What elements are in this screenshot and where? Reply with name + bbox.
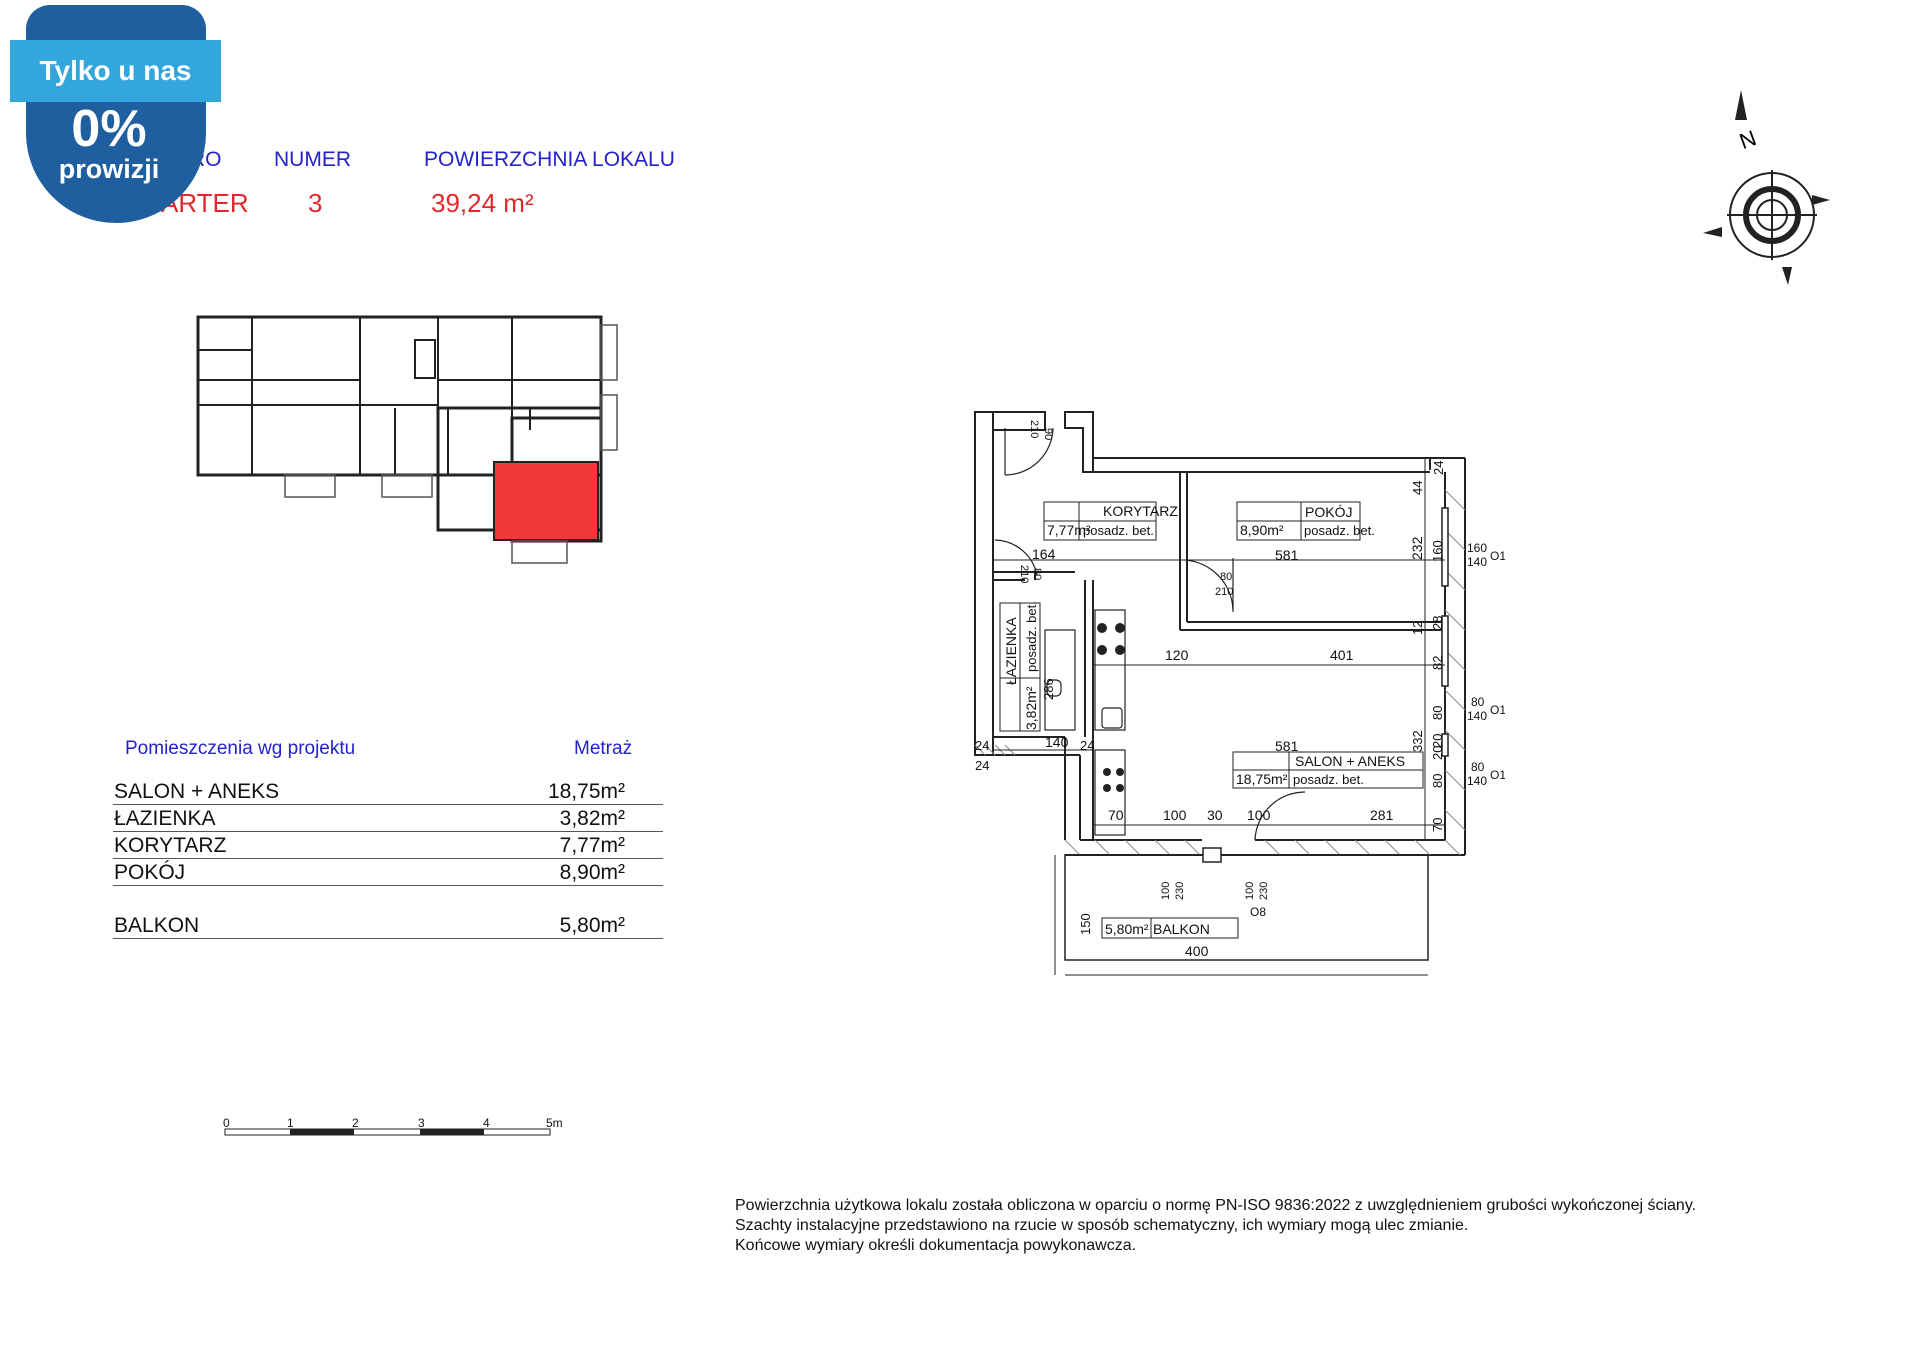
korytarz-area: 7,77m² xyxy=(1047,522,1091,538)
pokoj-area: 8,90m² xyxy=(1240,522,1284,538)
dim-label: 28 xyxy=(1430,616,1445,630)
salon-area: 18,75m² xyxy=(1236,771,1288,787)
window-tag: O17 xyxy=(1490,703,1505,717)
window-tag: O15 xyxy=(1490,549,1505,563)
door-size-label: 80 xyxy=(1220,571,1232,583)
korytarz-floor: posadz. bet. xyxy=(1083,523,1154,538)
dim-label: 401 xyxy=(1330,647,1354,663)
badge-top-text: Tylko u nas xyxy=(10,40,221,102)
door-size-label: 210 xyxy=(1215,586,1233,598)
number-label: NUMER xyxy=(274,148,351,171)
building-key-plan xyxy=(196,315,618,564)
area-label: POWIERZCHNIA LOKALU xyxy=(424,148,675,171)
dim-label: 286 xyxy=(1041,678,1056,700)
lazienka-name: ŁAZIENKA xyxy=(1003,617,1019,685)
window-size-label: 160 xyxy=(1467,541,1487,555)
north-arrow-icon xyxy=(1735,90,1747,120)
dim-label: 281 xyxy=(1370,807,1394,823)
compass-north-label: N xyxy=(1736,125,1759,154)
badge-percent: 0% xyxy=(71,100,147,158)
door-size-label: 100 xyxy=(1244,882,1256,900)
dim-label: 80 xyxy=(1430,706,1445,720)
dim-label: 150 xyxy=(1078,913,1093,935)
door-size-label: 210 xyxy=(1018,565,1030,583)
dim-label: 20 xyxy=(1430,734,1445,748)
dim-label: 24 xyxy=(1431,461,1446,475)
pokoj-floor: posadz. bet. xyxy=(1304,523,1375,538)
balkon-name: BALKON xyxy=(1153,921,1210,937)
area-value: 39,24 m² xyxy=(431,188,534,218)
window-size-label: 80 xyxy=(1471,760,1485,774)
door-size-label: 100 xyxy=(1160,882,1172,900)
door-size-label: 230 xyxy=(1174,882,1186,900)
footnotes: Powierzchnia użytkowa lokalu została obl… xyxy=(735,1196,1696,1256)
window-size-label: 140 xyxy=(1467,709,1487,723)
dim-label: 332 xyxy=(1410,730,1425,752)
lazienka-area: 3,82m² xyxy=(1023,686,1039,730)
scale-tick-label: 2 xyxy=(352,1116,359,1130)
dim-label: 120 xyxy=(1165,647,1189,663)
dim-label: 70 xyxy=(1430,818,1445,832)
door-size-label: 90 xyxy=(1042,428,1054,440)
dim-label: 44 xyxy=(1410,481,1425,495)
dim-label: 20 xyxy=(1430,746,1445,760)
apartment-floor-plan: KORYTARZ 7,77m² posadz. bet. POKÓJ 8,90m… xyxy=(974,411,1505,976)
lazienka-floor: posadz. bet. xyxy=(1024,601,1039,672)
footnote-line: Końcowe wymiary określi dokumentacja pow… xyxy=(735,1237,1137,1254)
scale-tick-label: 0 xyxy=(223,1116,230,1130)
dim-label: 400 xyxy=(1185,943,1209,959)
window-size-label: 80 xyxy=(1471,695,1485,709)
dim-label: 24 xyxy=(975,758,989,773)
footnote-line: Powierzchnia użytkowa lokalu została obl… xyxy=(735,1197,1697,1214)
scale-tick-label: 1 xyxy=(287,1116,294,1130)
dim-label: 82 xyxy=(1430,656,1445,670)
highlighted-apartment xyxy=(494,462,598,540)
korytarz-name: KORYTARZ xyxy=(1103,503,1178,519)
dim-label: 70 xyxy=(1108,807,1124,823)
window-tag: O17 xyxy=(1490,768,1505,782)
number-value: 3 xyxy=(308,188,323,218)
pokoj-name: POKÓJ xyxy=(1305,504,1352,520)
dim-label: 581 xyxy=(1275,547,1299,563)
dim-label: 100 xyxy=(1247,807,1271,823)
dim-label: 232 xyxy=(1409,536,1425,560)
door-size-label: 210 xyxy=(1028,420,1040,438)
scale-tick-label: 3 xyxy=(418,1116,425,1130)
compass-rose: N xyxy=(1703,90,1830,285)
window-tag: O8 xyxy=(1250,905,1266,919)
scale-tick-label: 5m xyxy=(546,1116,563,1130)
badge-subtitle: prowizji xyxy=(58,154,160,184)
scale-tick-label: 4 xyxy=(483,1116,490,1130)
door-size-label: 230 xyxy=(1258,882,1270,900)
window-size-label: 140 xyxy=(1467,774,1487,788)
salon-floor: posadz. bet. xyxy=(1293,772,1364,787)
window-size-label: 140 xyxy=(1467,555,1487,569)
dim-label: 581 xyxy=(1275,738,1299,754)
salon-name: SALON + ANEKS xyxy=(1295,753,1405,769)
dim-label: 160 xyxy=(1430,540,1445,562)
dim-label: 24 xyxy=(975,738,989,753)
footnote-line: Szachty instalacyjne przedstawiono na rz… xyxy=(735,1217,1469,1234)
dim-label: 164 xyxy=(1032,546,1056,562)
rooms-table-title: Pomieszczenia wg projektu xyxy=(125,738,356,759)
dim-label: 12 xyxy=(1410,621,1425,635)
door-size-label: 80 xyxy=(1031,568,1043,580)
dim-label: 100 xyxy=(1163,807,1187,823)
dim-label: 80 xyxy=(1430,774,1445,788)
balkon-area: 5,80m² xyxy=(1105,921,1149,937)
rooms-table-area-header: Metraż xyxy=(574,738,633,759)
dim-label: 24 xyxy=(1080,738,1094,753)
dim-label: 140 xyxy=(1045,734,1069,750)
dim-label: 30 xyxy=(1207,807,1223,823)
